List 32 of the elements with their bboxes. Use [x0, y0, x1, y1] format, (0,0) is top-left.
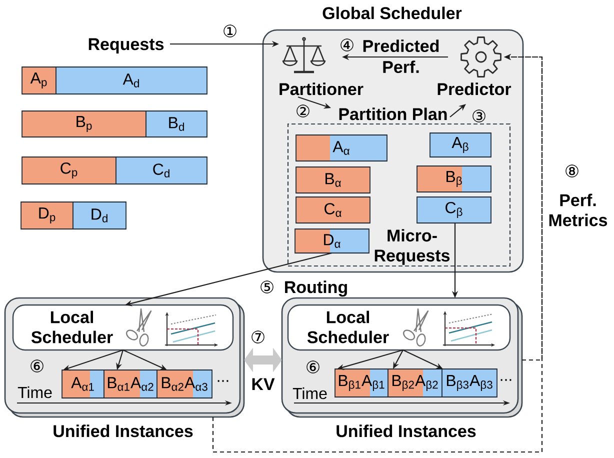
- heading: Partition Plan: [339, 108, 447, 120]
- step-number: ②: [294, 104, 312, 118]
- step-number: ③: [470, 108, 488, 124]
- node-label: Global Scheduler: [322, 6, 462, 20]
- block-arrow: [244, 348, 282, 372]
- bar-segment: C$_{p}$: [22, 156, 116, 184]
- bar-segment: D$_{p}$: [20, 202, 74, 230]
- bar-segment: B$_{d}$: [146, 110, 208, 138]
- edge-label: Predicted Perf.: [363, 40, 439, 74]
- bar: B$_{α}$: [296, 166, 370, 194]
- bar: B$_{β}$: [416, 166, 492, 192]
- bar: A$_{α}$: [296, 134, 388, 162]
- step-number: ⑧: [566, 164, 578, 178]
- annotation: Routing: [285, 280, 347, 297]
- annotation: Perf. Metrics: [549, 194, 608, 226]
- icon-label: Predictor: [438, 82, 512, 96]
- icon-label: Partitioner: [280, 82, 364, 96]
- bar: C$_{α}$: [296, 196, 370, 224]
- bar-segment: C$_{d}$: [116, 156, 208, 184]
- edge-label: KV: [250, 377, 276, 391]
- bar: D$_{α}$: [294, 228, 370, 254]
- step-number: ⑦: [252, 330, 264, 344]
- step-number: ⑤: [260, 280, 274, 294]
- step-number: ①: [221, 24, 239, 38]
- bar-segment: A$_{p}$: [22, 66, 56, 94]
- step-number: ④: [340, 38, 354, 52]
- bar-segment: B$_{p}$: [22, 110, 146, 138]
- bar-segment: A$_{d}$: [56, 66, 208, 94]
- heading: Requests: [88, 38, 164, 54]
- bar: A$_{β}$: [430, 132, 492, 158]
- bar: C$_{β}$: [416, 196, 492, 224]
- bar-segment: D$_{d}$: [72, 202, 126, 230]
